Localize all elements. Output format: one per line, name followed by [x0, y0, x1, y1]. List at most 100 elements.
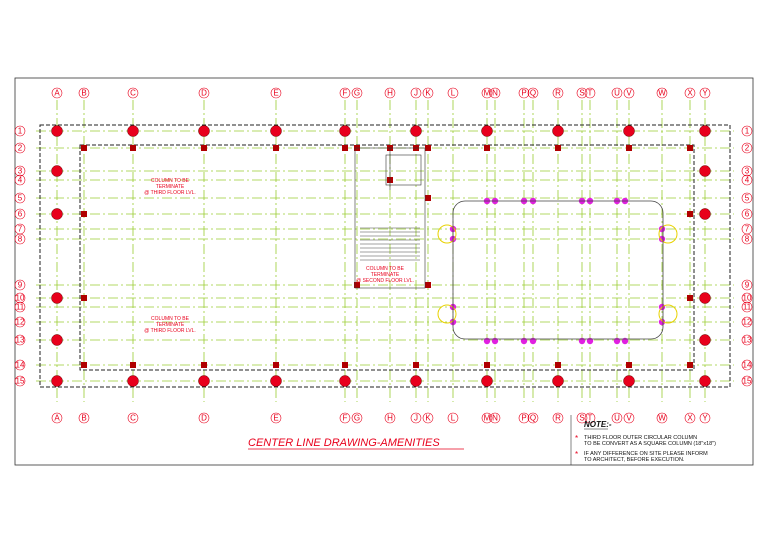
highlight-ring: [437, 304, 457, 324]
grid-bubble: [14, 192, 26, 204]
square-column: [413, 362, 419, 368]
grid-number: 8: [745, 235, 750, 244]
grid-bubble: [422, 87, 434, 99]
grid-letter: E: [273, 89, 278, 98]
grid-letter: T: [588, 414, 593, 423]
grid-number: 4: [745, 176, 750, 185]
grid-letter: N: [492, 89, 498, 98]
grid-bubble: [14, 375, 26, 387]
grid-bubble: [741, 279, 753, 291]
grid-number: 6: [18, 210, 23, 219]
grid-bubble: [339, 87, 351, 99]
circular-column: [699, 165, 711, 177]
square-column: [342, 145, 348, 151]
grid-number: 1: [745, 127, 750, 136]
grid-bubble: [611, 87, 623, 99]
grid-bubble: [14, 165, 26, 177]
grid-bubble: [623, 87, 635, 99]
grid-bubble: [351, 412, 363, 424]
grid-bubble: [489, 412, 501, 424]
grid-number: 3: [18, 167, 23, 176]
amenity-column: [658, 235, 666, 243]
grid-bubble: [481, 87, 493, 99]
grid-number: 9: [18, 281, 23, 290]
amenity-column: [658, 318, 666, 326]
grid-number: 5: [18, 194, 23, 203]
grid-bubble: [14, 208, 26, 220]
centerlines: [36, 100, 734, 402]
grid-bubble: [489, 87, 501, 99]
grid-number: 15: [16, 377, 25, 386]
circular-column: [552, 375, 564, 387]
grid-bubble: [741, 359, 753, 371]
grid-bubble: [14, 174, 26, 186]
square-column: [81, 145, 87, 151]
grid-bubble: [527, 412, 539, 424]
grid-letter: R: [555, 414, 561, 423]
grid-letter: V: [626, 414, 632, 423]
grid-letter: U: [614, 414, 620, 423]
grid-bubble: [623, 412, 635, 424]
grid-letter: L: [451, 89, 456, 98]
grid-bubble: [684, 412, 696, 424]
circular-column: [51, 375, 63, 387]
grid-number: 10: [16, 294, 25, 303]
circular-column: [699, 208, 711, 220]
grid-letter: M: [484, 414, 491, 423]
annotation-line: @ THIRD FLOOR LVL.: [144, 328, 196, 334]
grid-letter: T: [588, 89, 593, 98]
square-column: [484, 362, 490, 368]
grid-bubble: [741, 192, 753, 204]
square-column: [687, 362, 693, 368]
grid-number: 14: [16, 361, 25, 370]
grid-letter: J: [414, 414, 418, 423]
square-column: [81, 362, 87, 368]
drawing-title: CENTER LINE DRAWING-AMENITIES: [248, 437, 440, 449]
grid-bubble: [741, 334, 753, 346]
square-column: [201, 362, 207, 368]
grid-letter: G: [354, 89, 360, 98]
grid-number: 4: [18, 176, 23, 185]
grid-letter: B: [81, 89, 86, 98]
grid-number: 9: [745, 281, 750, 290]
circular-column: [51, 334, 63, 346]
grid-letter: V: [626, 89, 632, 98]
annotation-line: COLUMN TO BE: [366, 266, 405, 272]
grid-number: 2: [745, 144, 750, 153]
grid-bubble: [584, 412, 596, 424]
annotation-line: COLUMN TO BE: [151, 178, 190, 184]
grid-number: 7: [18, 225, 23, 234]
grid-letter: Q: [530, 414, 536, 423]
grid-bubble: [78, 87, 90, 99]
note-line: THIRD FLOOR OUTER CIRCULAR COLUMN: [584, 435, 697, 441]
grid-letter: F: [343, 89, 348, 98]
circular-column: [699, 334, 711, 346]
grid-letter: F: [343, 414, 348, 423]
annotation-line: TERMINATE: [156, 322, 185, 328]
grid-bubble: [14, 279, 26, 291]
square-column: [555, 145, 561, 151]
note-bullet-icon: *: [575, 450, 578, 459]
grid-bubble: [741, 125, 753, 137]
grid-number: 11: [743, 303, 752, 312]
grid-letter: B: [81, 414, 86, 423]
grid-letter: Y: [702, 414, 708, 423]
annotation-line: @ SECOND FLOOR LVL.: [356, 278, 414, 284]
square-column: [425, 195, 431, 201]
grid-number: 12: [16, 318, 25, 327]
grid-bubble: [127, 412, 139, 424]
grid-number: 14: [743, 361, 752, 370]
circular-column: [270, 375, 282, 387]
grid-number: 13: [743, 336, 752, 345]
grid-bubble: [422, 412, 434, 424]
grid-bubble: [552, 87, 564, 99]
circular-column: [481, 375, 493, 387]
grid-bubble: [270, 87, 282, 99]
grid-bubble: [14, 292, 26, 304]
circular-column: [481, 125, 493, 137]
square-column: [687, 145, 693, 151]
note-line: TO ARCHITECT, BEFORE EXECUTION.: [584, 457, 685, 463]
annotation-stair: COLUMN TO BE TERMINATE @ SECOND FLOOR LV…: [356, 266, 414, 284]
grid-bubble: [14, 334, 26, 346]
grid-letter: E: [273, 414, 278, 423]
